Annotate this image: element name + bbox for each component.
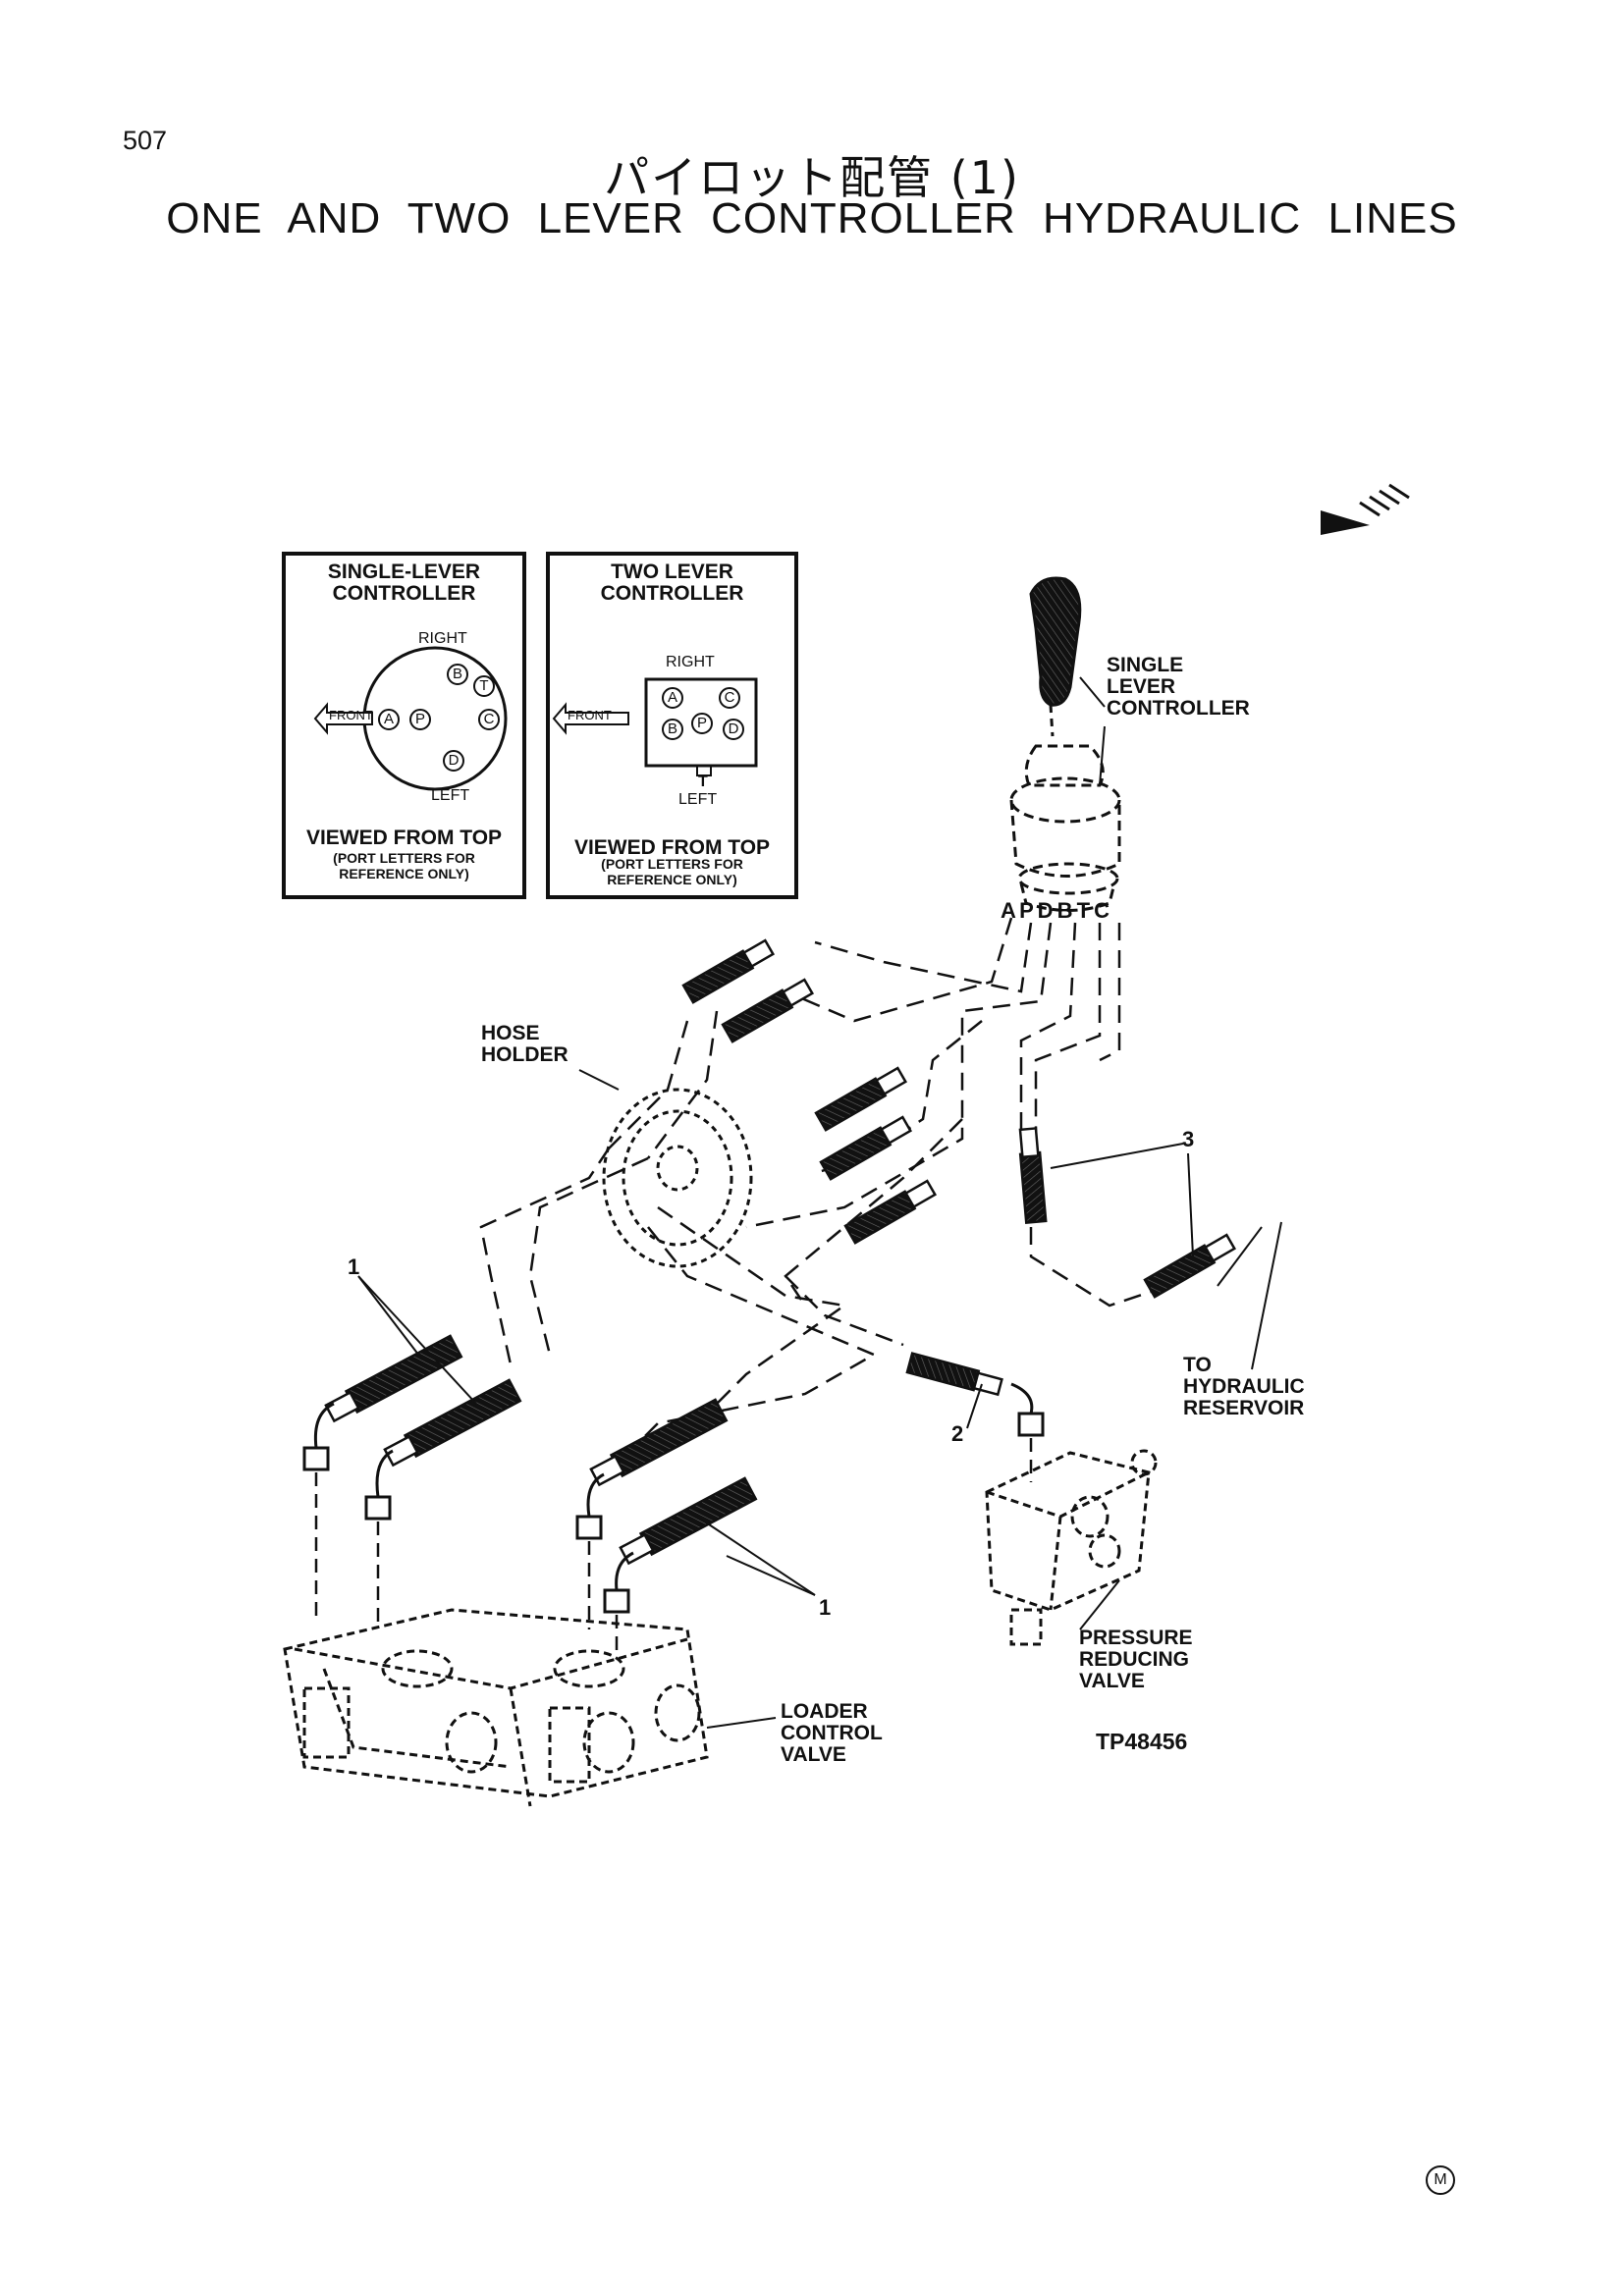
port-letters-note: (PORT LETTERS FOR REFERENCE ONLY) (333, 850, 475, 881)
port-c: C (478, 709, 500, 730)
left-label: LEFT (431, 787, 470, 804)
t-label: T (698, 774, 708, 790)
loader-control-valve-icon (283, 1608, 709, 1807)
page-title-japanese: パイロット配管 (1) (604, 151, 1020, 204)
two-lever-port-diagram (552, 677, 758, 776)
hose-holder-label: HOSE HOLDER (481, 1022, 568, 1066)
port-a: A (378, 709, 400, 730)
port-t: T (473, 675, 495, 697)
front-label: FRONT (568, 708, 612, 722)
port-d: D (723, 719, 744, 740)
right-label: RIGHT (666, 654, 715, 670)
viewed-from-top: VIEWED FROM TOP (573, 836, 771, 859)
port-d: D (443, 750, 464, 772)
single-lever-controller-label: SINGLE LEVER CONTROLLER (1107, 654, 1250, 720)
callout-1-left: 1 (348, 1255, 360, 1279)
port-a: A (662, 687, 683, 709)
port-c: C (719, 687, 740, 709)
page-title: ONE AND TWO LEVER CONTROLLER HYDRAULIC L… (166, 194, 1458, 242)
figure-id: TP48456 (1096, 1729, 1188, 1754)
hose-holder-icon (602, 1088, 753, 1268)
pressure-reducing-valve-label: PRESSURE REDUCING VALVE (1079, 1627, 1193, 1692)
port-letters-note: (PORT LETTERS FOR REFERENCE ONLY) (601, 856, 743, 887)
port-b: B (447, 664, 468, 685)
right-label: RIGHT (418, 630, 467, 647)
callout-1-right: 1 (819, 1595, 832, 1620)
front-label: FRONT (329, 708, 373, 722)
front-direction-arrow-icon (1321, 483, 1410, 535)
page-number: 507 (123, 126, 168, 155)
two-lever-inset: TWO LEVER CONTROLLER RIGHT FRONT A C B P… (546, 552, 798, 899)
inset-title: SINGLE-LEVER CONTROLLER (327, 561, 481, 605)
callout-3: 3 (1182, 1127, 1195, 1151)
port-letters-label: A P D B T C (1001, 898, 1110, 923)
viewed-from-top: VIEWED FROM TOP (305, 827, 503, 849)
loader-control-valve-label: LOADER CONTROL VALVE (781, 1700, 883, 1766)
port-p: P (691, 713, 713, 734)
single-lever-port-diagram (313, 646, 508, 791)
single-lever-inset: SINGLE-LEVER CONTROLLER RIGHT FRONT B T … (282, 552, 526, 899)
hydraulic-reservoir-label: TO HYDRAULIC RESERVOIR (1183, 1354, 1305, 1419)
footer-mark-icon: M (1426, 2165, 1455, 2195)
port-b: B (662, 719, 683, 740)
pressure-reducing-valve-icon (985, 1449, 1158, 1646)
left-label: LEFT (678, 791, 718, 808)
port-p: P (409, 709, 431, 730)
callout-2: 2 (951, 1421, 964, 1446)
inset-title: TWO LEVER CONTROLLER (600, 561, 744, 605)
